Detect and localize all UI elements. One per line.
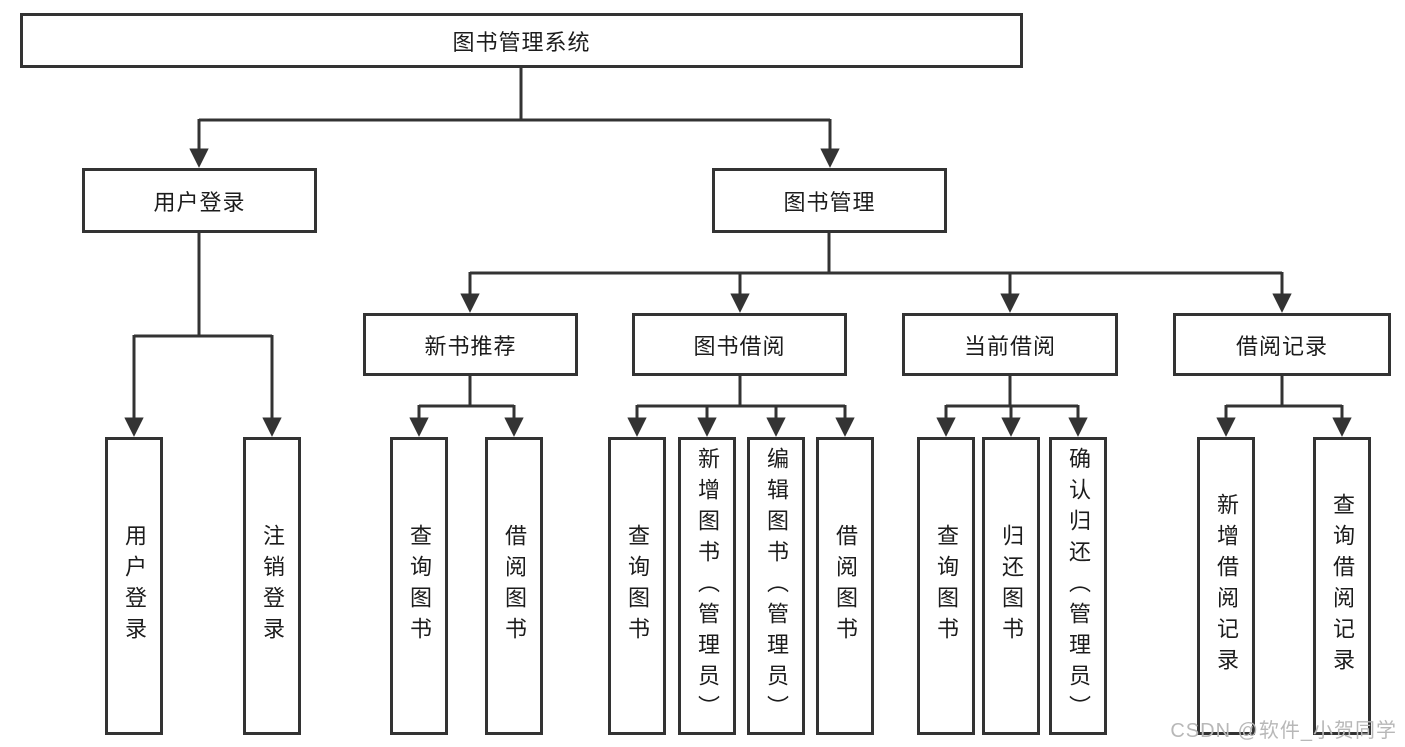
node-book-management: 图书管理: [712, 168, 947, 233]
leaf-borrow-add-books-admin-label: 新增图书（管理员）: [695, 446, 720, 726]
node-current-borrow-label: 当前借阅: [963, 333, 1056, 359]
node-book-management-label: 图书管理: [783, 189, 876, 215]
leaf-borrow-edit-books-admin-label: 编辑图书（管理员）: [764, 446, 789, 726]
leaf-records-add-record: 新增借阅记录: [1197, 437, 1255, 735]
leaf-user-login-label: 用户登录: [122, 524, 147, 648]
leaf-records-add-record-label: 新增借阅记录: [1214, 493, 1239, 679]
leaf-newbooks-query-books-label: 查询图书: [407, 524, 432, 648]
leaf-current-confirm-return-admin-label: 确认归还（管理员）: [1066, 446, 1091, 726]
node-book-borrow-label: 图书借阅: [693, 333, 786, 359]
leaf-logout: 注销登录: [243, 437, 301, 735]
leaf-borrow-query-books-label: 查询图书: [625, 524, 650, 648]
node-new-book-recommend-label: 新书推荐: [424, 333, 517, 359]
node-borrow-records: 借阅记录: [1173, 313, 1391, 376]
leaf-records-query-record: 查询借阅记录: [1313, 437, 1371, 735]
leaf-logout-label: 注销登录: [260, 524, 285, 648]
leaf-borrow-borrow-books-label: 借阅图书: [833, 524, 858, 648]
node-root: 图书管理系统: [20, 13, 1023, 68]
node-new-book-recommend: 新书推荐: [363, 313, 578, 376]
leaf-newbooks-borrow-books: 借阅图书: [485, 437, 543, 735]
leaf-borrow-add-books-admin: 新增图书（管理员）: [678, 437, 736, 735]
leaf-current-return-books: 归还图书: [982, 437, 1040, 735]
node-book-borrow: 图书借阅: [632, 313, 847, 376]
node-current-borrow: 当前借阅: [902, 313, 1118, 376]
leaf-current-confirm-return-admin: 确认归还（管理员）: [1049, 437, 1107, 735]
leaf-current-query-books: 查询图书: [917, 437, 975, 735]
node-user-login-label: 用户登录: [153, 189, 246, 215]
leaf-borrow-borrow-books: 借阅图书: [816, 437, 874, 735]
node-borrow-records-label: 借阅记录: [1235, 333, 1328, 359]
leaf-current-return-books-label: 归还图书: [999, 524, 1024, 648]
leaf-user-login: 用户登录: [105, 437, 163, 735]
node-user-login: 用户登录: [82, 168, 317, 233]
leaf-borrow-query-books: 查询图书: [608, 437, 666, 735]
leaf-records-query-record-label: 查询借阅记录: [1330, 493, 1355, 679]
leaf-current-query-books-label: 查询图书: [934, 524, 959, 648]
leaf-borrow-edit-books-admin: 编辑图书（管理员）: [747, 437, 805, 735]
leaf-newbooks-borrow-books-label: 借阅图书: [502, 524, 527, 648]
node-root-label: 图书管理系统: [452, 29, 591, 55]
leaf-newbooks-query-books: 查询图书: [390, 437, 448, 735]
watermark: CSDN @软件_小贺同学: [1170, 720, 1397, 742]
